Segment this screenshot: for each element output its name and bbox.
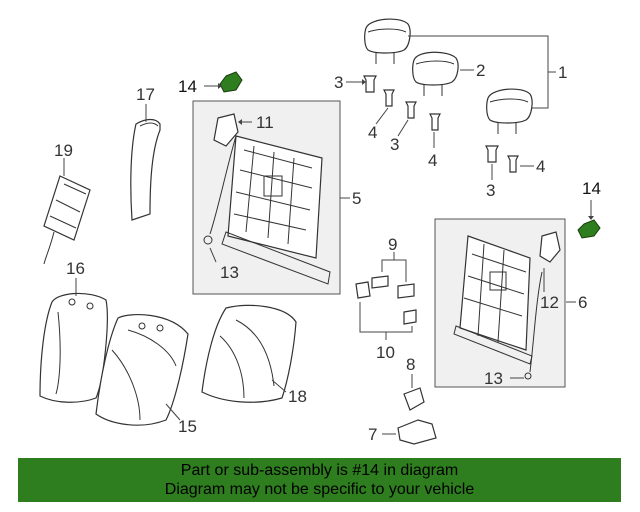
headrest-lower	[486, 88, 533, 134]
callout-8: 8	[406, 355, 415, 374]
part-6-frame	[453, 235, 533, 365]
callout-4b: 4	[428, 151, 437, 170]
part-13-cable-right	[524, 271, 543, 380]
guide-4b	[429, 113, 441, 131]
callout-16: 16	[66, 259, 85, 278]
part-5-frame	[221, 135, 331, 285]
headrest-top	[364, 18, 411, 64]
callout-10: 10	[376, 343, 395, 362]
callout-5: 5	[352, 189, 361, 208]
part-17-trim	[130, 118, 161, 221]
banner-line-2: Diagram may not be specific to your vehi…	[164, 481, 475, 498]
headrest-middle	[412, 51, 459, 96]
callout-19: 19	[54, 141, 73, 160]
callout-12: 12	[540, 293, 559, 312]
callout-18: 18	[288, 387, 307, 406]
callout-9: 9	[388, 235, 397, 254]
part-14-bracket-right	[577, 219, 601, 239]
part-19-pad	[43, 175, 91, 265]
callout-14a: 14	[178, 77, 197, 96]
callout-14b: 14	[582, 179, 601, 198]
part-15-seatback	[95, 314, 189, 426]
guide-4c	[507, 155, 519, 173]
callout-4a: 4	[368, 123, 377, 142]
callout-13a: 13	[220, 263, 239, 282]
callout-3c: 3	[486, 181, 495, 200]
guide-3c	[485, 145, 499, 163]
callout-13b: 13	[484, 369, 503, 388]
guide-3b	[405, 101, 417, 119]
callout-6: 6	[578, 293, 587, 312]
part-16-cushion	[39, 292, 108, 403]
callout-3b: 3	[390, 135, 399, 154]
callout-11: 11	[256, 113, 274, 132]
part-11-latch	[213, 113, 239, 147]
banner-line-1: Part or sub-assembly is #14 in diagram	[180, 462, 459, 479]
bolts-9-10	[355, 275, 417, 325]
callout-15: 15	[178, 417, 197, 436]
callout-7: 7	[368, 425, 377, 444]
callout-1: 1	[558, 63, 567, 82]
part-7-bracket	[397, 419, 437, 445]
part-13-cable-left	[203, 135, 237, 245]
guide-3a	[363, 75, 377, 93]
callout-2: 2	[476, 61, 485, 80]
callout-17: 17	[136, 85, 155, 104]
callout-3a: 3	[334, 73, 343, 92]
callout-4c: 4	[536, 157, 545, 176]
part-14-bracket-left	[219, 71, 243, 93]
part-8-bracket	[403, 387, 425, 411]
info-banner: Part or sub-assembly is #14 in diagram D…	[18, 458, 621, 502]
part-18-seatback	[201, 304, 297, 403]
part-12-latch	[539, 231, 561, 263]
guide-4a	[383, 89, 395, 107]
